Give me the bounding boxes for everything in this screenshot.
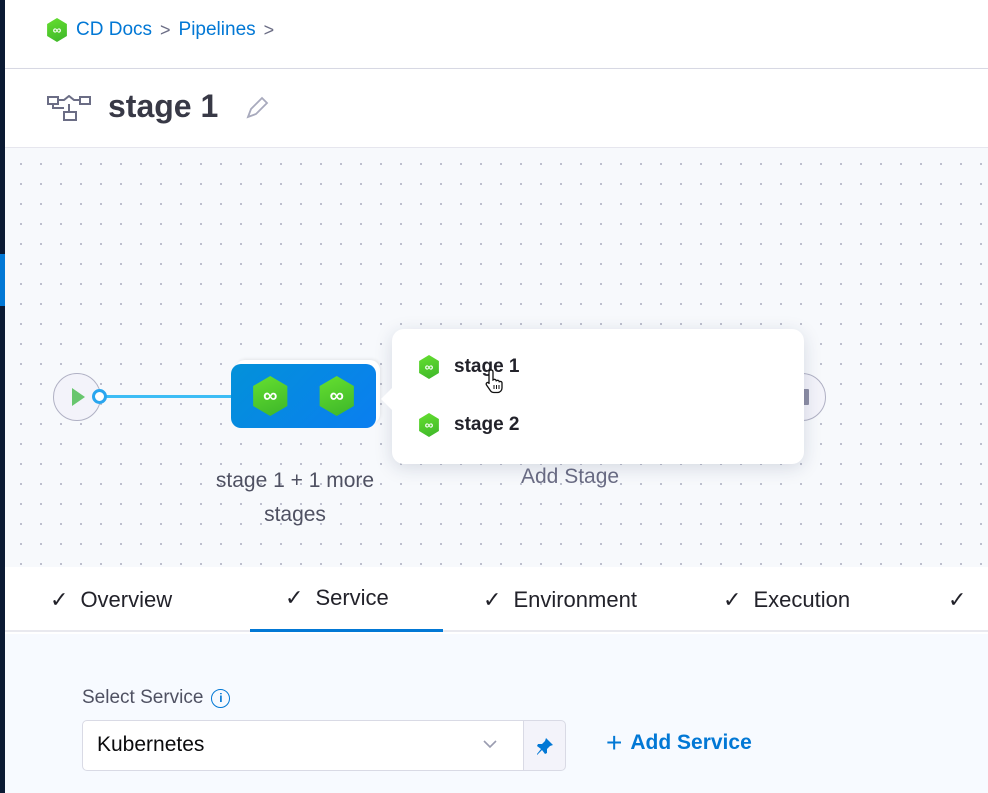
check-icon: ✓: [285, 585, 304, 610]
info-icon[interactable]: i: [211, 688, 231, 708]
cd-module-icon: ∞: [47, 18, 67, 42]
deploy-stage-icon: ∞: [419, 413, 439, 437]
page-title: stage 1: [108, 88, 219, 124]
label-text: Select Service: [82, 687, 204, 708]
check-icon: ✓: [50, 586, 69, 612]
tab-label: Execution: [753, 586, 851, 612]
check-icon: ✓: [723, 586, 742, 612]
popover-item-stage-1[interactable]: ∞ stage 1: [418, 355, 519, 379]
stage-group-popover: ∞ stage 1 ∞ stage 2: [381, 329, 804, 464]
stage-group-node[interactable]: ∞ ∞: [231, 364, 376, 428]
deploy-stage-icon: ∞: [419, 355, 439, 379]
tab-truncated[interactable]: ✓: [948, 567, 966, 632]
check-icon: ✓: [483, 586, 502, 612]
deploy-stage-icon: ∞: [319, 376, 354, 416]
breadcrumb-cd-docs[interactable]: CD Docs: [76, 19, 153, 40]
tab-label: Environment: [513, 586, 637, 612]
tab-overview[interactable]: ✓ Overview: [50, 567, 172, 632]
divider: [5, 68, 988, 69]
tab-execution[interactable]: ✓ Execution: [723, 567, 850, 632]
check-icon: ✓: [948, 586, 967, 612]
plus-icon: +: [606, 727, 623, 758]
pipeline-canvas[interactable]: [5, 148, 988, 567]
add-service-button[interactable]: + Add Service: [606, 727, 752, 758]
deploy-stage-icon: ∞: [253, 376, 288, 416]
popover-item-label: stage 1: [454, 356, 520, 377]
nav-active-indicator: [0, 254, 5, 306]
breadcrumb-separator: >: [160, 19, 171, 40]
tab-label: Overview: [80, 586, 173, 612]
select-service-label: Select Service i: [82, 687, 231, 709]
pipeline-stage-icon: [47, 95, 91, 121]
breadcrumb-separator: >: [263, 19, 275, 40]
service-select[interactable]: Kubernetes: [82, 720, 524, 771]
hand-cursor-icon: [485, 369, 503, 394]
popover-item-stage-2[interactable]: ∞ stage 2: [418, 413, 519, 437]
add-stage-label[interactable]: Add Stage: [521, 465, 620, 488]
tab-environment[interactable]: ✓ Environment: [483, 567, 637, 632]
title-bar: [5, 69, 988, 148]
stage-tabs: ✓ Overview ✓ Service ✓ Environment ✓ Executi…: [5, 567, 988, 632]
stage-group-label: stage 1 + 1 more stages: [215, 469, 375, 526]
tab-label: Service: [315, 585, 389, 610]
edit-pencil-icon[interactable]: [244, 95, 270, 121]
chevron-down-icon: [483, 740, 497, 749]
select-value: Kubernetes: [97, 733, 205, 756]
left-nav-bar: [0, 0, 5, 793]
pipeline-link: [106, 395, 232, 398]
tab-service[interactable]: ✓ Service: [250, 567, 443, 632]
start-port[interactable]: [92, 389, 107, 404]
button-label: Add Service: [630, 731, 752, 754]
popover-item-label: stage 2: [454, 414, 520, 435]
breadcrumb: ∞ CD Docs > Pipelines >: [46, 18, 274, 42]
breadcrumb-pipelines[interactable]: Pipelines: [178, 19, 256, 40]
pin-icon[interactable]: [523, 720, 566, 771]
